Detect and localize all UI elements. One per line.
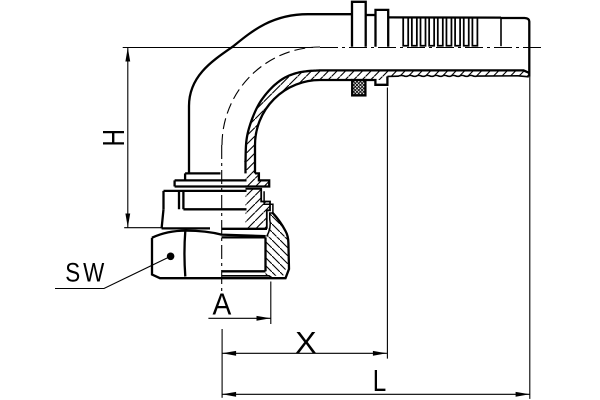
svg-text:L: L xyxy=(373,363,387,398)
svg-text:A: A xyxy=(213,287,232,322)
svg-text:SW: SW xyxy=(65,257,107,287)
svg-text:H: H xyxy=(96,129,131,147)
svg-text:X: X xyxy=(295,325,317,360)
